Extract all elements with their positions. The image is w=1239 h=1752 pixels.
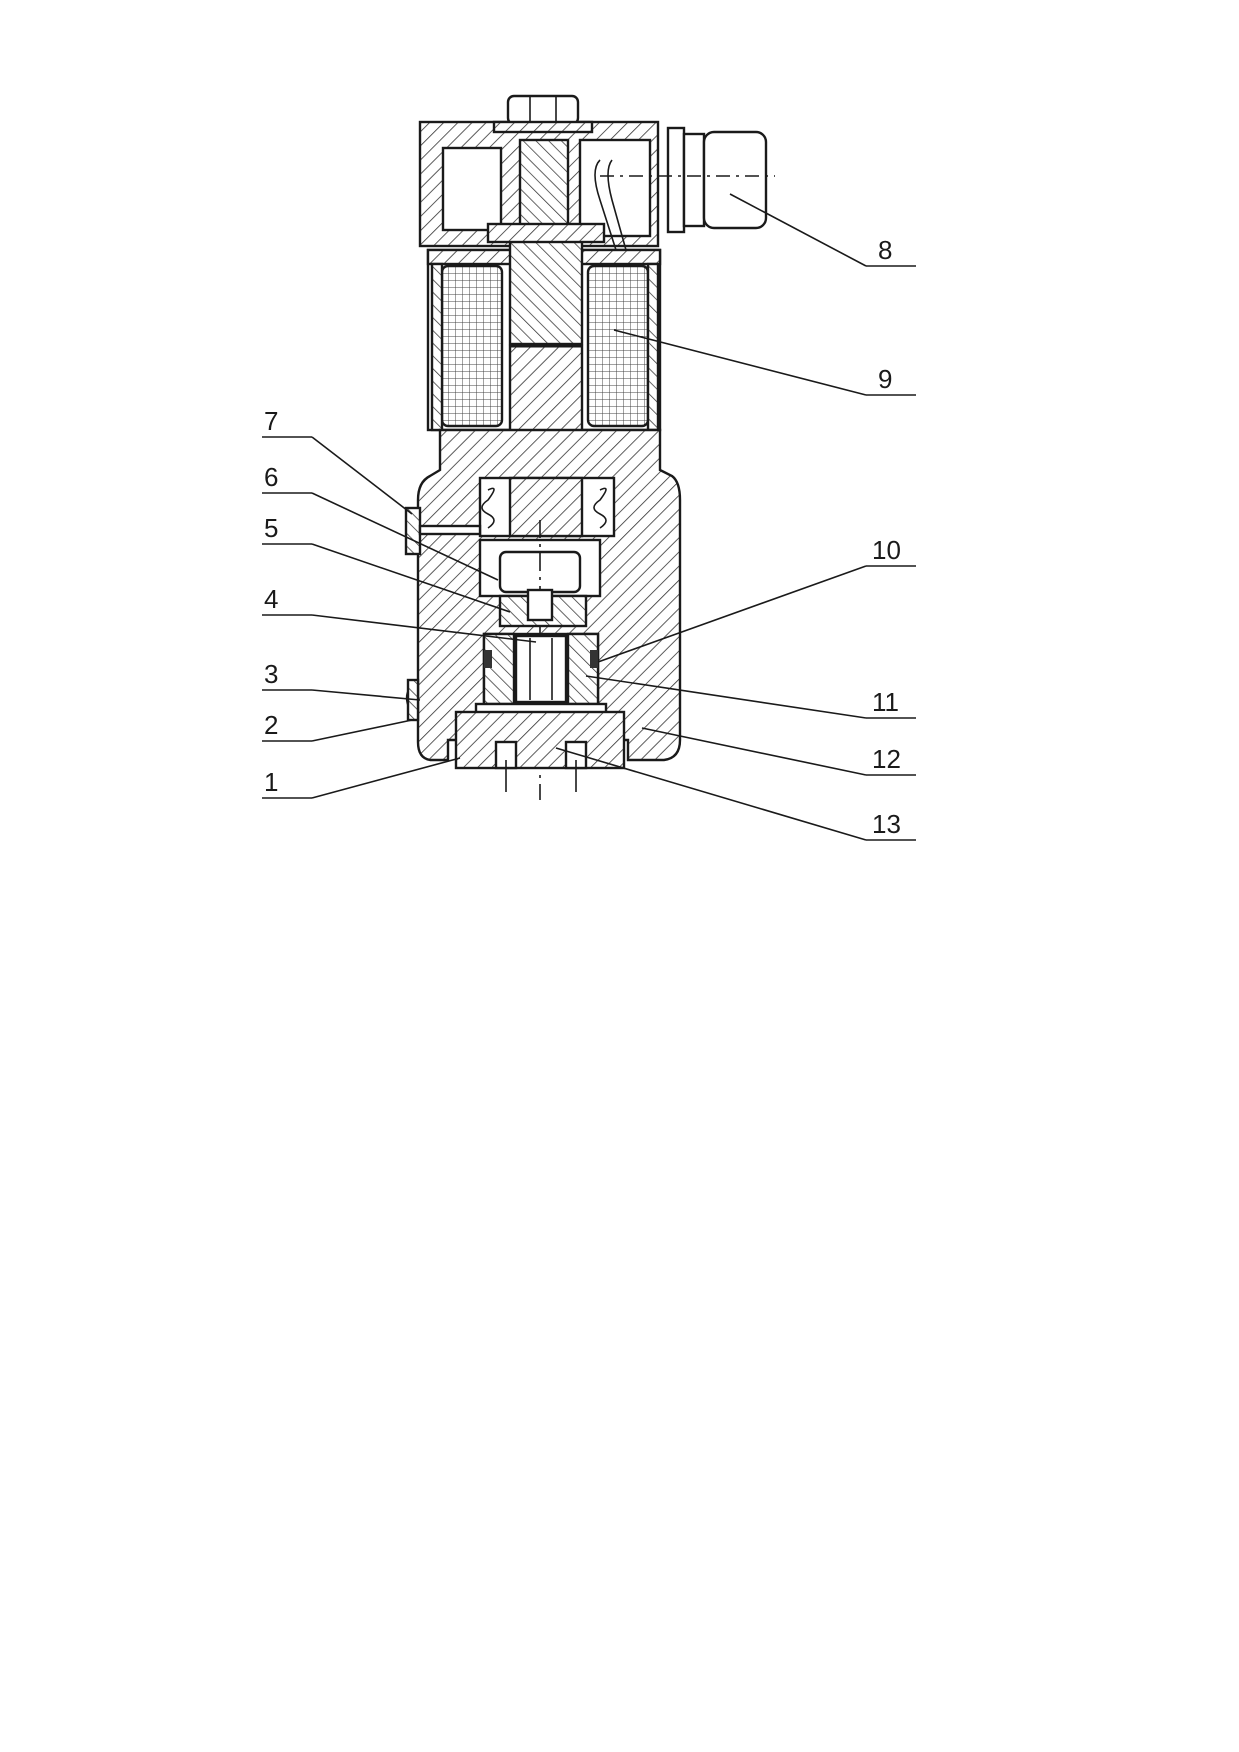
callout-6: 6	[264, 462, 278, 492]
top-housing	[418, 120, 660, 263]
leader-lines	[262, 436, 537, 799]
callout-12: 12	[872, 744, 901, 774]
callout-4: 4	[264, 584, 278, 614]
solenoid-coil-section	[426, 222, 662, 528]
hex-nut	[492, 94, 594, 134]
callout-5: 5	[264, 513, 278, 543]
callout-8: 8	[878, 235, 892, 265]
callout-labels: 7 6 5 4 3 2 1 8 9 10 11 12 13	[264, 235, 901, 839]
callout-13: 13	[872, 809, 901, 839]
leader-lines-right	[555, 193, 916, 841]
callout-11: 11	[872, 687, 899, 717]
callout-7: 7	[264, 406, 278, 436]
callout-1: 1	[264, 767, 278, 797]
callout-3: 3	[264, 659, 278, 689]
callout-10: 10	[872, 535, 901, 565]
callout-2: 2	[264, 710, 278, 740]
base-plate	[454, 710, 626, 792]
callout-9: 9	[878, 364, 892, 394]
